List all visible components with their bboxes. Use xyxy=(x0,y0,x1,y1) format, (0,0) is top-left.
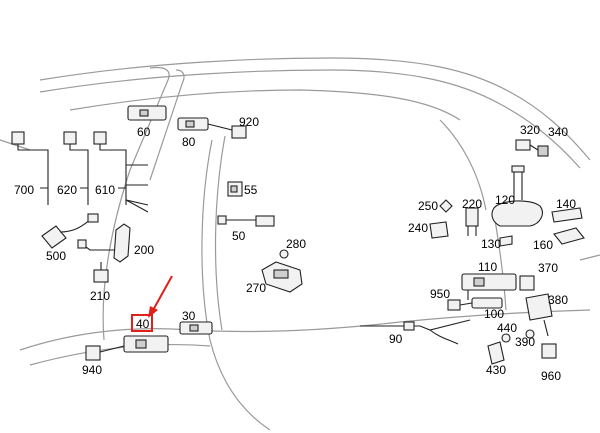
callout-120: 120 xyxy=(495,193,516,207)
callout-280: 280 xyxy=(286,237,307,251)
callout-270: 270 xyxy=(246,281,267,295)
callout-220: 220 xyxy=(462,197,483,211)
callout-240: 240 xyxy=(408,221,429,235)
callout-370: 370 xyxy=(538,261,559,275)
callout-160: 160 xyxy=(533,238,554,252)
callout-80: 80 xyxy=(182,135,196,149)
callout-340: 340 xyxy=(548,125,569,139)
callout-250: 250 xyxy=(418,199,439,213)
callout-210: 210 xyxy=(90,289,111,303)
callout-500: 500 xyxy=(46,249,67,263)
callout-620: 620 xyxy=(57,183,78,197)
callout-610: 610 xyxy=(95,183,116,197)
callout-430: 430 xyxy=(486,363,507,377)
callout-200: 200 xyxy=(134,243,155,257)
callout-60: 60 xyxy=(137,125,151,139)
callout-920: 920 xyxy=(239,115,260,129)
callout-440: 440 xyxy=(497,321,518,335)
callout-55: 55 xyxy=(244,183,258,197)
callout-30: 30 xyxy=(182,309,196,323)
callout-320: 320 xyxy=(520,123,541,137)
callout-380: 380 xyxy=(548,293,569,307)
callout-90: 90 xyxy=(389,332,403,346)
callout-110: 110 xyxy=(478,260,498,274)
callout-940: 940 xyxy=(82,363,103,377)
callout-100: 100 xyxy=(484,307,505,321)
callout-950: 950 xyxy=(430,287,451,301)
callout-50: 50 xyxy=(232,229,246,243)
callout-140: 140 xyxy=(556,197,577,211)
callout-130: 130 xyxy=(481,237,502,251)
callout-700: 700 xyxy=(14,183,35,197)
callout-390: 390 xyxy=(515,335,536,349)
callout-40: 40 xyxy=(136,317,150,331)
callout-960: 960 xyxy=(541,369,562,383)
highlight-box xyxy=(131,314,153,332)
